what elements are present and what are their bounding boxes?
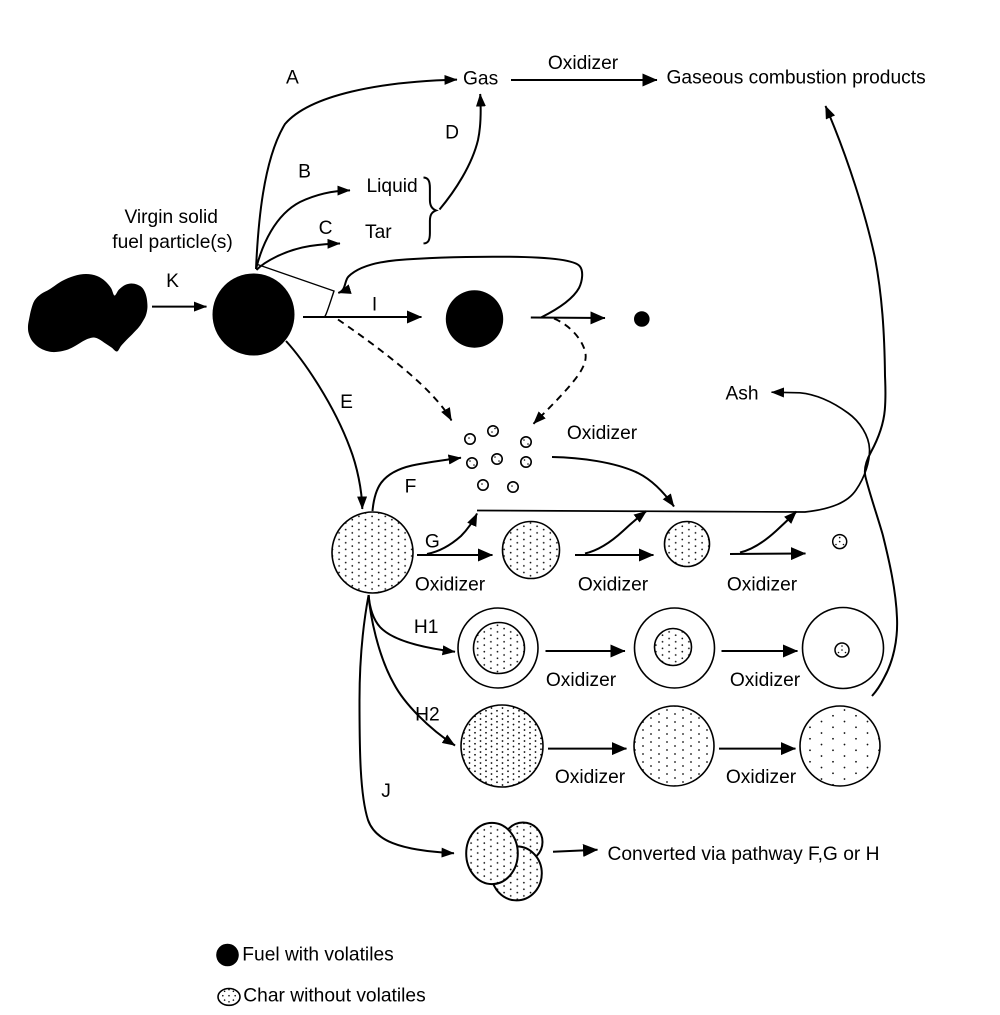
svg-text:Oxidizer: Oxidizer xyxy=(726,767,797,788)
svg-text:Oxidizer: Oxidizer xyxy=(546,670,617,691)
svg-text:Oxidizer: Oxidizer xyxy=(578,574,649,595)
svg-text:C: C xyxy=(319,218,333,239)
svg-text:A: A xyxy=(286,68,299,89)
svg-text:fuel particle(s): fuel particle(s) xyxy=(112,232,233,253)
svg-text:H1: H1 xyxy=(414,617,439,638)
svg-text:Liquid: Liquid xyxy=(367,176,418,197)
svg-text:H2: H2 xyxy=(415,705,440,726)
svg-text:Gas: Gas xyxy=(463,69,498,90)
svg-text:Oxidizer: Oxidizer xyxy=(727,574,798,595)
svg-text:K: K xyxy=(166,271,179,292)
svg-text:F: F xyxy=(405,476,417,497)
svg-text:Oxidizer: Oxidizer xyxy=(415,574,486,595)
svg-text:Oxidizer: Oxidizer xyxy=(567,423,638,444)
svg-text:Ash: Ash xyxy=(725,383,758,404)
svg-text:Oxidizer: Oxidizer xyxy=(555,767,626,788)
svg-text:Converted via pathway F,G or H: Converted via pathway F,G or H xyxy=(608,844,880,865)
svg-text:E: E xyxy=(340,392,353,413)
svg-text:D: D xyxy=(445,123,459,144)
svg-text:Oxidizer: Oxidizer xyxy=(730,670,801,691)
svg-text:I: I xyxy=(372,294,377,315)
svg-text:Fuel with volatiles: Fuel with volatiles xyxy=(242,945,393,966)
svg-text:Oxidizer: Oxidizer xyxy=(548,53,619,74)
svg-text:J: J xyxy=(381,781,391,802)
svg-text:Virgin solid: Virgin solid xyxy=(124,207,218,228)
svg-text:B: B xyxy=(298,162,311,183)
svg-text:G: G xyxy=(425,532,440,553)
svg-text:Gaseous combustion products: Gaseous combustion products xyxy=(667,68,926,89)
svg-text:Char without volatiles: Char without volatiles xyxy=(243,986,425,1007)
svg-text:Tar: Tar xyxy=(365,222,392,243)
